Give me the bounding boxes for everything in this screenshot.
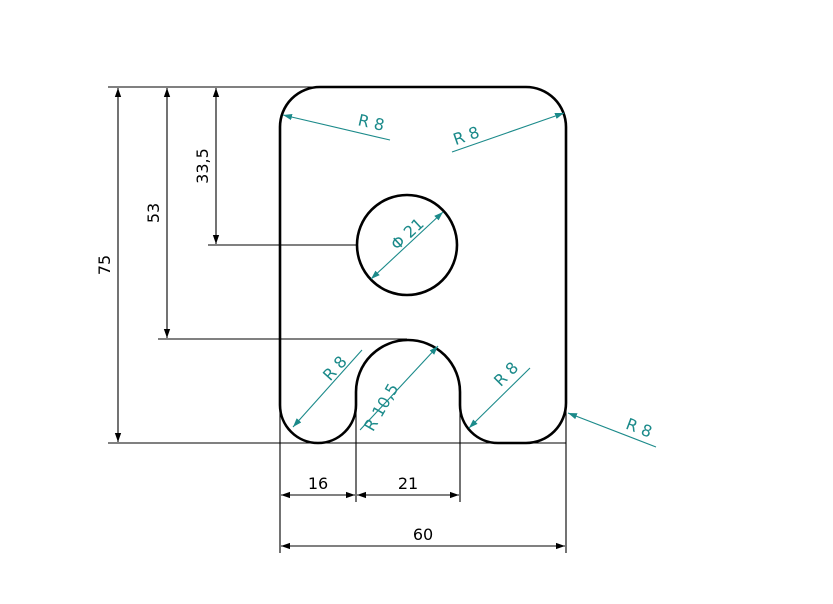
leader-radius-top-right xyxy=(451,112,565,153)
leader-radius-slot xyxy=(359,345,439,431)
dim-text-75: 75 xyxy=(95,255,114,275)
leader-radius-top-left xyxy=(282,113,391,141)
label-radius-bottom-left: R 8 xyxy=(319,352,351,384)
label-radius-top-right: R 8 xyxy=(451,123,482,150)
label-radius-top-left: R 8 xyxy=(356,110,386,134)
dim-text-16: 16 xyxy=(308,474,328,493)
leader-radius-slot-right xyxy=(468,367,531,429)
label-radius-bottom-right: R 8 xyxy=(623,414,654,441)
part-outline xyxy=(278,85,568,445)
label-radius-slot-right: R 8 xyxy=(490,358,522,390)
label-radius-slot: R 10,5 xyxy=(360,380,402,434)
dim-text-21: 21 xyxy=(398,474,418,493)
label-hole-diameter: Φ 21 xyxy=(387,214,428,254)
leader-hole-diameter xyxy=(370,211,444,280)
leader-radius-bottom-left xyxy=(292,349,363,428)
dim-text-33-5: 33,5 xyxy=(193,148,212,184)
dim-text-60: 60 xyxy=(413,525,433,544)
leader-radius-bottom-right xyxy=(567,412,657,448)
extension-lines xyxy=(108,86,567,553)
dim-text-53: 53 xyxy=(144,203,163,223)
